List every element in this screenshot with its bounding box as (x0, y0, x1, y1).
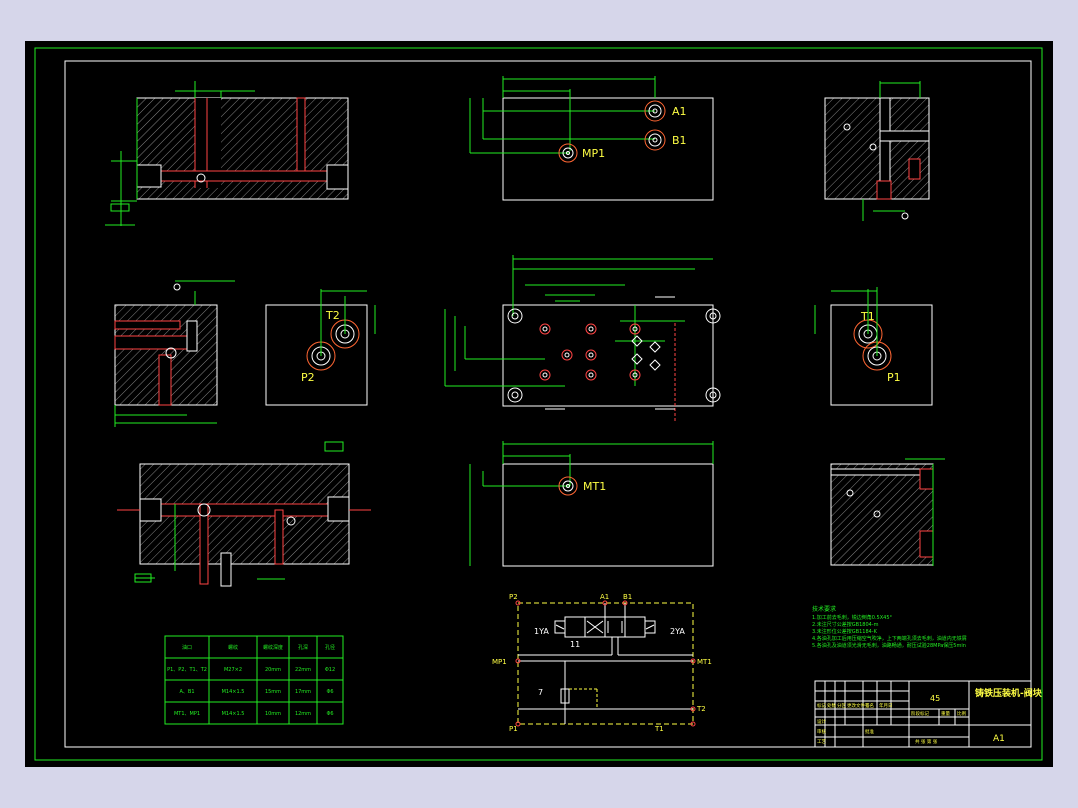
table-cell: MT1、MP1 (174, 711, 200, 717)
label-t1: T1 (860, 310, 875, 323)
title-block-cell: 更改文件号 (847, 702, 870, 709)
section-view-bottom-left (117, 441, 371, 587)
sch-label-t1: T1 (654, 725, 664, 733)
sch-label-mt1: MT1 (697, 658, 712, 666)
table-cell: 15mm (265, 689, 281, 695)
section-view-top-right (824, 81, 930, 221)
label-p2: P2 (301, 371, 315, 384)
table-cell: 螺纹深度 (263, 644, 283, 651)
label-mp1: MP1 (582, 147, 605, 160)
technical-notes: 技术要求 1.加工前去毛刺，锐边倒角0.5X45°2.未注尺寸公差按GB1804… (812, 605, 967, 649)
outer-border (34, 47, 1043, 761)
port-table: 油口P1、P2、T1、T2A、B1MT1、MP1螺纹M27×2M14×1.5M1… (164, 635, 344, 725)
title-scale: A1 (993, 734, 1005, 744)
note-line: 5.各油孔及油道须光滑无毛刺，油路畅通，耐压试验28MPa保压5min (812, 642, 966, 649)
label-t2: T2 (325, 309, 340, 322)
port-view-t2-p2: T2 P2 (265, 289, 376, 406)
title-material: 45 (930, 694, 940, 703)
table-cell: M14×1.5 (222, 689, 245, 695)
section-view-mid-left (114, 280, 235, 427)
title-block-cell: 阶段标记 (911, 710, 929, 717)
section-view-bottom-right (830, 458, 945, 566)
sch-label-1ya: 1YA (534, 627, 549, 636)
table-cell: P1、P2、T1、T2 (167, 667, 207, 673)
sch-label-t2: T2 (696, 705, 706, 713)
table-cell: 17mm (295, 689, 311, 695)
cad-drawing: A1 B1 MP1 (34, 47, 1043, 761)
table-cell: 油口 (182, 644, 192, 651)
table-cell: M27×2 (224, 667, 242, 673)
front-view-top-middle: A1 B1 MP1 (469, 76, 714, 201)
sch-label-b1: B1 (623, 593, 632, 601)
note-line: 1.加工前去毛刺，锐边倒角0.5X45° (812, 614, 893, 621)
table-cell: 孔径 (325, 644, 335, 651)
note-line: 4.各油孔加工后用压缩空气吹净，上下两端孔须去毛刺，油道内无铁屑 (812, 635, 967, 642)
table-cell: Φ6 (326, 689, 333, 695)
label-mt1: MT1 (583, 480, 606, 493)
title-block-cell: 重量 (941, 710, 950, 717)
table-cell: 12mm (295, 711, 311, 717)
hydraulic-schematic: P2 A1 B1 1YA 2YA 11 MP1 MT1 7 T2 P1 T1 (492, 593, 712, 733)
main-view-holes (507, 308, 721, 403)
title-block-cell: 批准 (865, 728, 874, 735)
table-cell: 22mm (295, 667, 311, 673)
inner-border (64, 60, 1032, 748)
title-block-cell: 年月日 (879, 702, 893, 709)
title-block: 铸铁压装机-阀块 45 A1 标记处数分区更改文件号签名年月日阶段标记 重量比例设… (814, 680, 1043, 748)
table-cell: 20mm (265, 667, 281, 673)
table-cell: A、B1 (179, 689, 194, 695)
section-view-top-left (105, 81, 349, 226)
title-block-cell: 标记 (817, 702, 826, 709)
title-block-cell: 处数 (827, 702, 836, 709)
title-block-cell: 比例 (957, 710, 966, 717)
label-p1: P1 (887, 371, 901, 384)
title-block-cell: 共 张 第 张 (915, 738, 938, 745)
table-cell: 10mm (265, 711, 281, 717)
sch-label-mp1: MP1 (492, 658, 507, 666)
note-line: 3.未注形位公差按GB1184-K (812, 628, 878, 635)
table-cell: 螺纹 (228, 644, 238, 651)
notes-title: 技术要求 (812, 605, 836, 613)
table-cell: M14×1.5 (222, 711, 245, 717)
title-block-cell: 签名 (865, 702, 874, 709)
note-line: 2.未注尺寸公差按GB1804-m (812, 621, 879, 628)
table-cell: Φ12 (325, 667, 335, 673)
title-block-cell: 工艺 (817, 739, 826, 745)
sch-label-p2: P2 (509, 593, 518, 601)
main-top-view (444, 255, 721, 421)
sch-label-7: 7 (538, 688, 543, 697)
port-view-t1-p1: T1 P1 (814, 287, 933, 406)
bottom-view-middle: MT1 (469, 441, 714, 567)
title-block-cell: 分区 (837, 702, 846, 709)
title-block-cell: 设计 (817, 718, 826, 725)
title-drawing-name: 铸铁压装机-阀块 (975, 687, 1043, 699)
label-b1: B1 (672, 134, 687, 147)
label-a1: A1 (672, 105, 687, 118)
table-cell: Φ6 (326, 711, 333, 717)
table-cell: 孔深 (298, 644, 308, 651)
sch-label-11: 11 (570, 640, 580, 649)
sch-label-2ya: 2YA (670, 627, 685, 636)
sch-label-a1: A1 (600, 593, 609, 601)
cad-viewport[interactable]: A1 B1 MP1 (25, 41, 1053, 767)
title-block-cell: 审核 (817, 728, 826, 735)
sch-label-p1: P1 (509, 725, 518, 733)
